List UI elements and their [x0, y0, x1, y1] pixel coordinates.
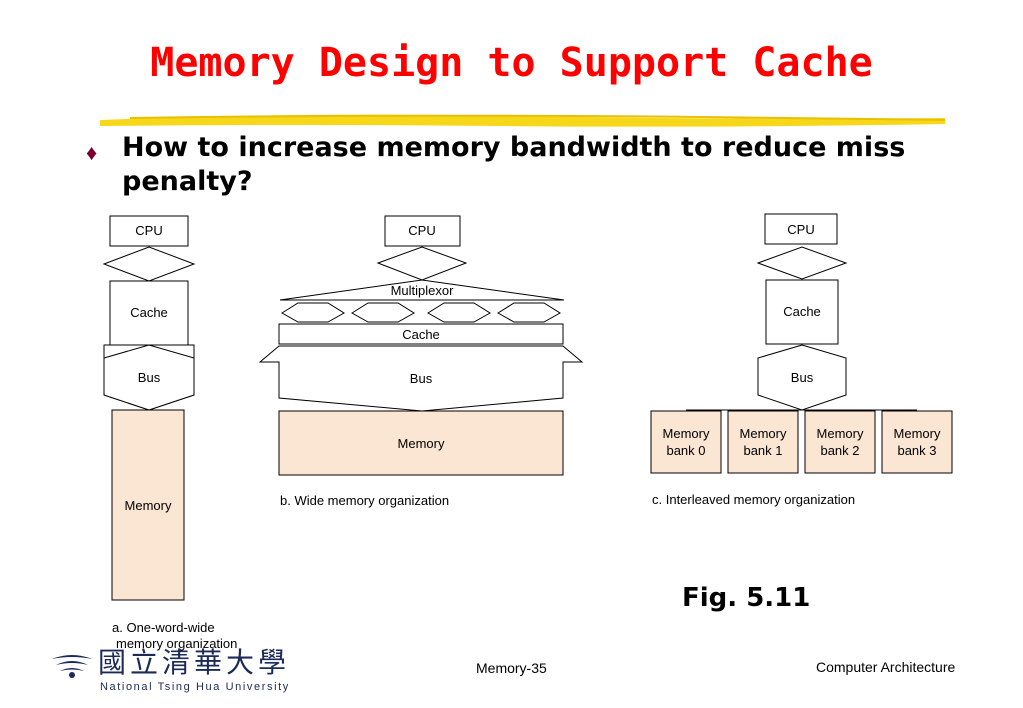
b-cpu-box: [384, 215, 461, 247]
b-cpu-label: CPU: [408, 223, 435, 238]
title-highlight-stroke: [100, 114, 945, 127]
slide-number: Memory-35: [476, 660, 547, 676]
b-cache-label: Cache: [402, 327, 440, 342]
diagram-b: CPU Multiplexor Cache Bus Memory b. Wide…: [258, 215, 584, 508]
svg-text:Memory: Memory: [894, 426, 941, 441]
a-memory-box: [111, 409, 185, 601]
a-cpu-box: [109, 215, 189, 247]
figure-label: Fig. 5.11: [682, 583, 811, 613]
university-logo: 國立清華大學 National Tsing Hua University: [50, 645, 290, 695]
slide-title: Memory Design to Support Cache: [150, 40, 873, 86]
c-memory-bank-0: Memory bank 0: [650, 410, 722, 474]
bullet-text: How to increase memory bandwidth to redu…: [122, 132, 906, 197]
b-cache-box: [278, 323, 564, 345]
diagram-c: CPU Cache Bus Memory bank 0 Memory bank …: [650, 213, 953, 507]
b-mux-cache-links: [280, 299, 564, 323]
diagram-a: CPU Cache Bus Memory a. One-word-wide me…: [102, 215, 237, 651]
a-bus-label: Bus: [138, 370, 161, 385]
c-cache-box: [765, 279, 839, 345]
svg-text:bank 3: bank 3: [897, 443, 936, 458]
diamond-bullet-icon: ♦: [86, 140, 98, 165]
course-name: Computer Architecture: [816, 659, 956, 675]
svg-text:bank 1: bank 1: [743, 443, 782, 458]
svg-text:Memory: Memory: [740, 426, 787, 441]
c-caption: c. Interleaved memory organization: [652, 492, 855, 507]
b-cpu-mux-connector: [376, 246, 468, 281]
university-name-cn: 國立清華大學: [98, 646, 291, 679]
c-bus-label: Bus: [791, 370, 814, 385]
c-memory-bank-1: Memory bank 1: [727, 410, 799, 474]
a-cache-label: Cache: [130, 305, 168, 320]
a-memory-label: Memory: [125, 498, 172, 513]
b-bus-label: Bus: [410, 371, 433, 386]
b-memory-box: [278, 410, 564, 476]
c-cpu-label: CPU: [787, 222, 814, 237]
c-memory-bank-2: Memory bank 2: [804, 410, 876, 474]
b-memory-label: Memory: [398, 436, 445, 451]
c-memory-bank-3: Memory bank 3: [881, 410, 953, 474]
svg-text:bank 0: bank 0: [666, 443, 705, 458]
b-caption: b. Wide memory organization: [280, 493, 449, 508]
svg-text:Memory: Memory: [663, 426, 710, 441]
university-name-en: National Tsing Hua University: [100, 681, 290, 693]
c-cpu-cache-connector: [756, 246, 848, 280]
a-cpu-cache-connector: [102, 246, 196, 282]
c-cache-label: Cache: [783, 304, 821, 319]
a-cpu-label: CPU: [135, 223, 162, 238]
university-emblem-icon: [52, 655, 92, 678]
a-caption-line1: a. One-word-wide: [112, 620, 215, 635]
svg-text:bank 2: bank 2: [820, 443, 859, 458]
a-caption-line2: memory organization: [116, 636, 237, 651]
b-multiplexor-label: Multiplexor: [391, 283, 455, 298]
svg-text:Memory: Memory: [817, 426, 864, 441]
c-cpu-box: [764, 213, 838, 245]
